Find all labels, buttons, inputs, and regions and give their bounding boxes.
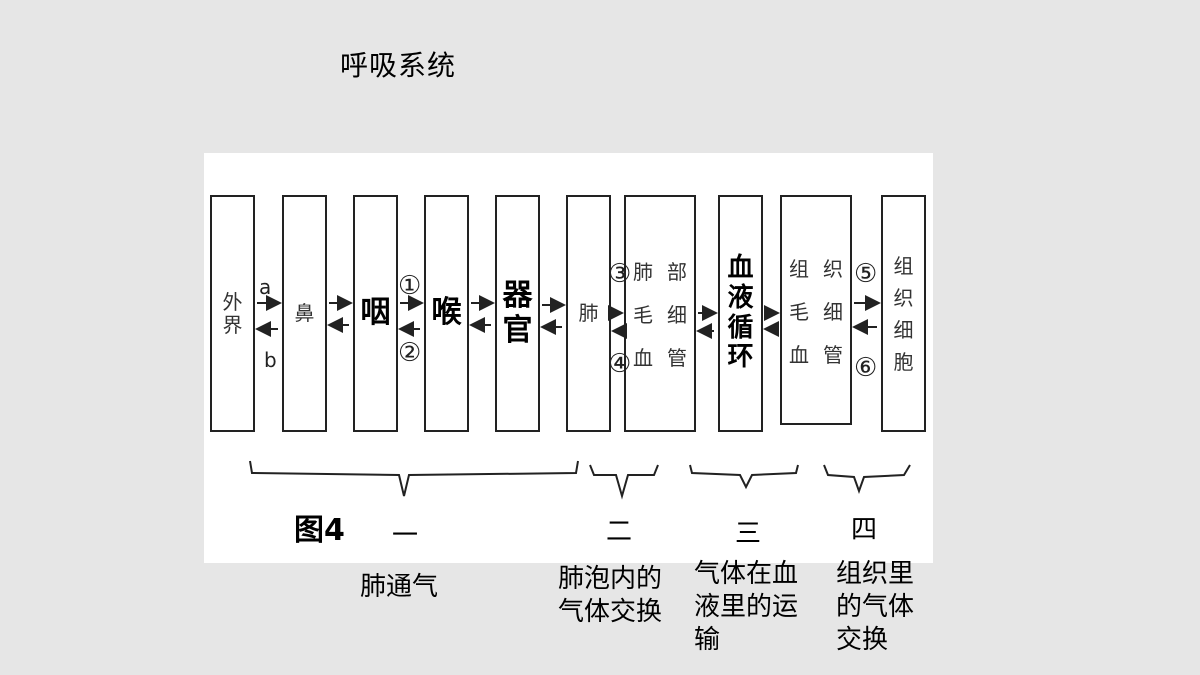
arrow-pair-lung-alveolar: [608, 305, 627, 339]
circle-number-6: ⑥: [854, 353, 878, 383]
box-cells-char: 组: [893, 253, 914, 278]
caption-stage-4-line: 交换: [836, 625, 889, 655]
caption-stage-3-line: 输: [694, 625, 721, 655]
box-tissue-capillary: 组 毛 血 织 细 管: [780, 195, 852, 425]
circle-number-5: ⑤: [854, 259, 878, 289]
caption-stage-4-line: 的气体: [836, 592, 915, 622]
arrow-pair-nose-pharynx: [327, 295, 353, 333]
box-blood-char: 液: [727, 282, 754, 313]
caption-stage-4-line: 组织里: [836, 559, 915, 589]
box-outside-char: 外: [222, 289, 243, 314]
respiration-diagram: 外 界 鼻 咽 喉 器 官 肺 肺 毛 血: [204, 153, 933, 563]
caption-stage-3-line: 液里的运: [694, 592, 799, 622]
box-alveolar-char: 毛: [633, 303, 653, 327]
box-alveolar-capillary: 肺 毛 血 部 细 管: [624, 195, 696, 432]
box-tissue-cap-char: 毛: [789, 299, 809, 324]
arrow-pair-larynx-organ: [469, 295, 495, 333]
box-alveolar-char: 肺: [633, 260, 653, 284]
arrow-pair-organ-lung: [540, 297, 566, 335]
box-tissue-cap-char: 组: [789, 256, 809, 281]
brace-stage-3: [689, 464, 799, 490]
box-cells-char: 胞: [893, 349, 914, 374]
circle-number-3: ③: [608, 259, 632, 289]
arrow-pair-blood-tissuecap: [763, 305, 780, 337]
circle-number-2: ②: [398, 338, 422, 368]
caption-stage-2-line: 气体交换: [558, 597, 663, 627]
box-tissue-cap-char: 血: [789, 342, 809, 367]
arrow-label-b-text: b: [264, 348, 277, 372]
box-cells-char: 织: [893, 285, 914, 310]
box-alveolar-char: 管: [667, 346, 687, 370]
arrow-pair-outside-nose: [255, 295, 282, 337]
brace-stage-2: [589, 464, 659, 500]
caption-stage-1: 肺通气: [360, 572, 439, 602]
arrow-label-a-text: a: [259, 275, 272, 299]
box-blood-char: 循: [727, 312, 754, 343]
box-nose: 鼻: [282, 195, 327, 432]
brace-stage-1: [249, 460, 579, 497]
box-tissue-cap-char: 管: [823, 342, 843, 367]
box-organ-char: 官: [502, 312, 533, 348]
box-alveolar-char: 血: [633, 346, 653, 370]
stage-label-3: 三: [735, 519, 762, 549]
caption-stage-2: 肺泡内的 气体交换: [558, 563, 662, 629]
box-blood-char: 血: [727, 252, 754, 283]
figure-label: 图4: [294, 513, 345, 548]
arrow-pair-alveolar-blood: [696, 305, 718, 339]
box-nose-char: 鼻: [294, 301, 315, 325]
box-pharynx: 咽: [353, 195, 398, 432]
circle-number-4: ④: [608, 349, 632, 379]
caption-stage-3-line: 气体在血: [694, 559, 799, 589]
connectors: [249, 295, 911, 500]
circle-number-1: ①: [398, 271, 422, 301]
box-tissue-cap-char: 织: [823, 256, 843, 281]
box-alveolar-char: 部: [667, 260, 687, 284]
arrow-pair-tissuecap-cells: [852, 295, 881, 335]
stage-label-4: 四: [851, 515, 878, 545]
brace-stage-4: [823, 464, 911, 494]
box-organ-char: 器: [502, 278, 533, 313]
caption-stage-4: 组织里 的气体 交换: [836, 558, 914, 657]
box-cells-char: 细: [893, 317, 914, 342]
caption-stage-3: 气体在血 液里的运 输: [694, 558, 798, 657]
stage-label-1: 一: [392, 521, 419, 551]
arrow-pair-pharynx-larynx: [398, 295, 424, 337]
box-outside: 外 界: [210, 195, 255, 432]
caption-stage-2-line: 肺泡内的: [558, 564, 663, 594]
box-lung-char: 肺: [578, 301, 599, 325]
box-tissue-cap-char: 细: [823, 299, 843, 324]
box-pharynx-char: 咽: [360, 295, 391, 331]
box-larynx: 喉: [424, 195, 469, 432]
box-larynx-char: 喉: [431, 295, 462, 331]
box-blood-circulation: 血 液 循 环: [718, 195, 763, 432]
box-organ: 器 官: [495, 195, 540, 432]
slide-title: 呼吸系统: [340, 49, 457, 82]
box-outside-char: 界: [222, 312, 243, 337]
box-tissue-cells: 组 织 细 胞: [881, 195, 926, 432]
box-blood-char: 环: [727, 342, 754, 373]
box-alveolar-char: 细: [667, 303, 687, 327]
stage-label-2: 二: [606, 517, 633, 547]
